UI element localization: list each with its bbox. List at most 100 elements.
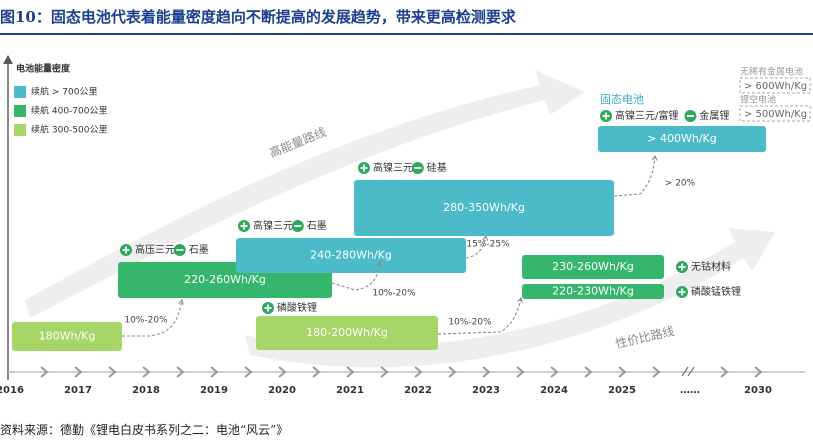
growth-connector <box>613 155 656 197</box>
axis-chevron <box>618 366 627 378</box>
plus-icon-vbar <box>243 222 245 230</box>
plus-icon-vbar <box>605 112 607 120</box>
legend-label: 续航 > 700公里 <box>31 86 97 98</box>
plus-icon-vbar <box>681 263 683 271</box>
axis-chevron <box>482 366 491 378</box>
axis-chevron <box>652 366 661 378</box>
growth-arrowhead <box>482 234 489 241</box>
bar-value-label: 180-200Wh/Kg <box>306 326 388 339</box>
future-value-label: > 500Wh/Kg <box>744 109 807 120</box>
x-tick-label: 2016 <box>0 385 24 396</box>
future-tech-label: 锂空电池 <box>740 94 776 106</box>
bar-value-label: 220-260Wh/Kg <box>184 273 266 286</box>
tech-label: 磷酸锰铁锂 <box>691 285 741 298</box>
energy-density-timeline-chart: 高能量路线性价比路线电池能量密度201620172018201920202021… <box>0 55 811 396</box>
bar-value-label: 220-230Wh/Kg <box>552 285 634 298</box>
axis-chevron <box>244 366 253 378</box>
timeline-bar <box>236 238 466 273</box>
x-tick-label: 2022 <box>404 385 432 396</box>
legend-swatch <box>14 124 26 136</box>
axis-break-mark <box>681 366 695 377</box>
growth-label: > 20% <box>665 179 696 189</box>
y-axis-label: 电池能量密度 <box>16 63 71 75</box>
minus-icon-bar <box>686 115 694 117</box>
tech-label: 硅基 <box>427 161 447 174</box>
future-value-box <box>739 77 811 94</box>
axis-chevron <box>754 366 763 378</box>
axis-chevron <box>448 366 457 378</box>
minus-icon-bar <box>176 249 184 251</box>
future-value-label: > 600Wh/Kg <box>744 81 807 92</box>
growth-label: 10%-20% <box>448 318 492 328</box>
axis-chevron <box>584 366 593 378</box>
axis-chevron <box>278 366 287 378</box>
growth-arrowhead <box>651 154 658 161</box>
growth-label: 10%-20% <box>372 289 416 299</box>
axis-chevron <box>74 366 83 378</box>
growth-connector <box>465 235 487 259</box>
tech-label: 高镍三元 <box>253 219 293 232</box>
legend-swatch <box>14 86 26 98</box>
tech-label: 金属锂 <box>699 109 729 122</box>
x-tick-label: 2025 <box>608 385 636 396</box>
growth-connector <box>122 299 183 337</box>
legend-label: 续航 400-700公里 <box>31 105 107 117</box>
axis-chevron <box>40 366 49 378</box>
tech-label: 石墨 <box>189 244 209 256</box>
growth-connector <box>331 261 381 291</box>
bar-value-label: > 400Wh/Kg <box>647 132 716 145</box>
tech-label: 高镍三元 <box>373 161 413 174</box>
x-tick-label: 2020 <box>268 385 296 396</box>
axis-chevron <box>516 366 525 378</box>
timeline-bar <box>256 316 438 350</box>
axis-chevron <box>380 366 389 378</box>
solid-state-label: 固态电池 <box>600 93 644 106</box>
bar-value-label: 240-280Wh/Kg <box>310 249 392 262</box>
bar-value-label: 280-350Wh/Kg <box>443 201 525 214</box>
axis-chevron <box>550 366 559 378</box>
minus-icon-bar <box>294 225 302 227</box>
tech-label: 磷酸铁锂 <box>277 301 317 314</box>
x-tick-label: 2023 <box>472 385 500 396</box>
future-tech-label: 无稀有金属电池 <box>740 66 803 78</box>
timeline-bar <box>598 126 766 152</box>
x-tick-label: 2017 <box>64 385 92 396</box>
axis-chevron <box>176 366 185 378</box>
x-tick-label: …… <box>680 385 700 396</box>
timeline-bar <box>522 284 664 299</box>
tech-label: 高镍三元/富锂 <box>615 109 678 122</box>
axis-chevron <box>312 366 321 378</box>
x-tick-label: 2024 <box>540 385 568 396</box>
x-tick-label: 2019 <box>200 385 228 396</box>
x-tick-label: 2021 <box>336 385 364 396</box>
growth-label: 10%-20% <box>124 316 168 326</box>
tech-label: 无钴材料 <box>691 260 731 273</box>
bar-value-label: 230-260Wh/Kg <box>552 260 634 273</box>
legend-label: 续航 300-500公里 <box>31 124 107 136</box>
axis-chevron <box>346 366 355 378</box>
axis-chevron <box>414 366 423 378</box>
high-energy-route-arrow <box>25 70 585 318</box>
tech-label: 高压三元 <box>135 243 175 256</box>
minus-icon-bar <box>414 167 422 169</box>
tech-label: 石墨 <box>307 220 327 232</box>
future-value-box <box>739 105 811 122</box>
cost-effective-route-arrow <box>245 228 775 368</box>
axis-chevron <box>210 366 219 378</box>
y-axis-arrowhead <box>3 55 13 64</box>
x-tick-label: 2030 <box>744 385 772 396</box>
axis-chevron <box>108 366 117 378</box>
plus-icon-vbar <box>125 246 127 254</box>
growth-arrowhead <box>376 260 383 267</box>
legend-swatch <box>14 105 26 117</box>
growth-arrowhead <box>178 298 184 305</box>
timeline-bar <box>354 180 614 236</box>
source-note: 资料来源：德勤《锂电白皮书系列之二：电池“风云”》 <box>0 423 289 437</box>
x-tick-label: 2018 <box>132 385 160 396</box>
axis-chevron <box>720 366 729 378</box>
growth-arrowhead <box>517 296 523 303</box>
plus-icon-vbar <box>681 288 683 296</box>
timeline-bar <box>12 322 122 351</box>
plus-icon-vbar <box>267 304 269 312</box>
growth-label: 15%-25% <box>466 240 510 250</box>
